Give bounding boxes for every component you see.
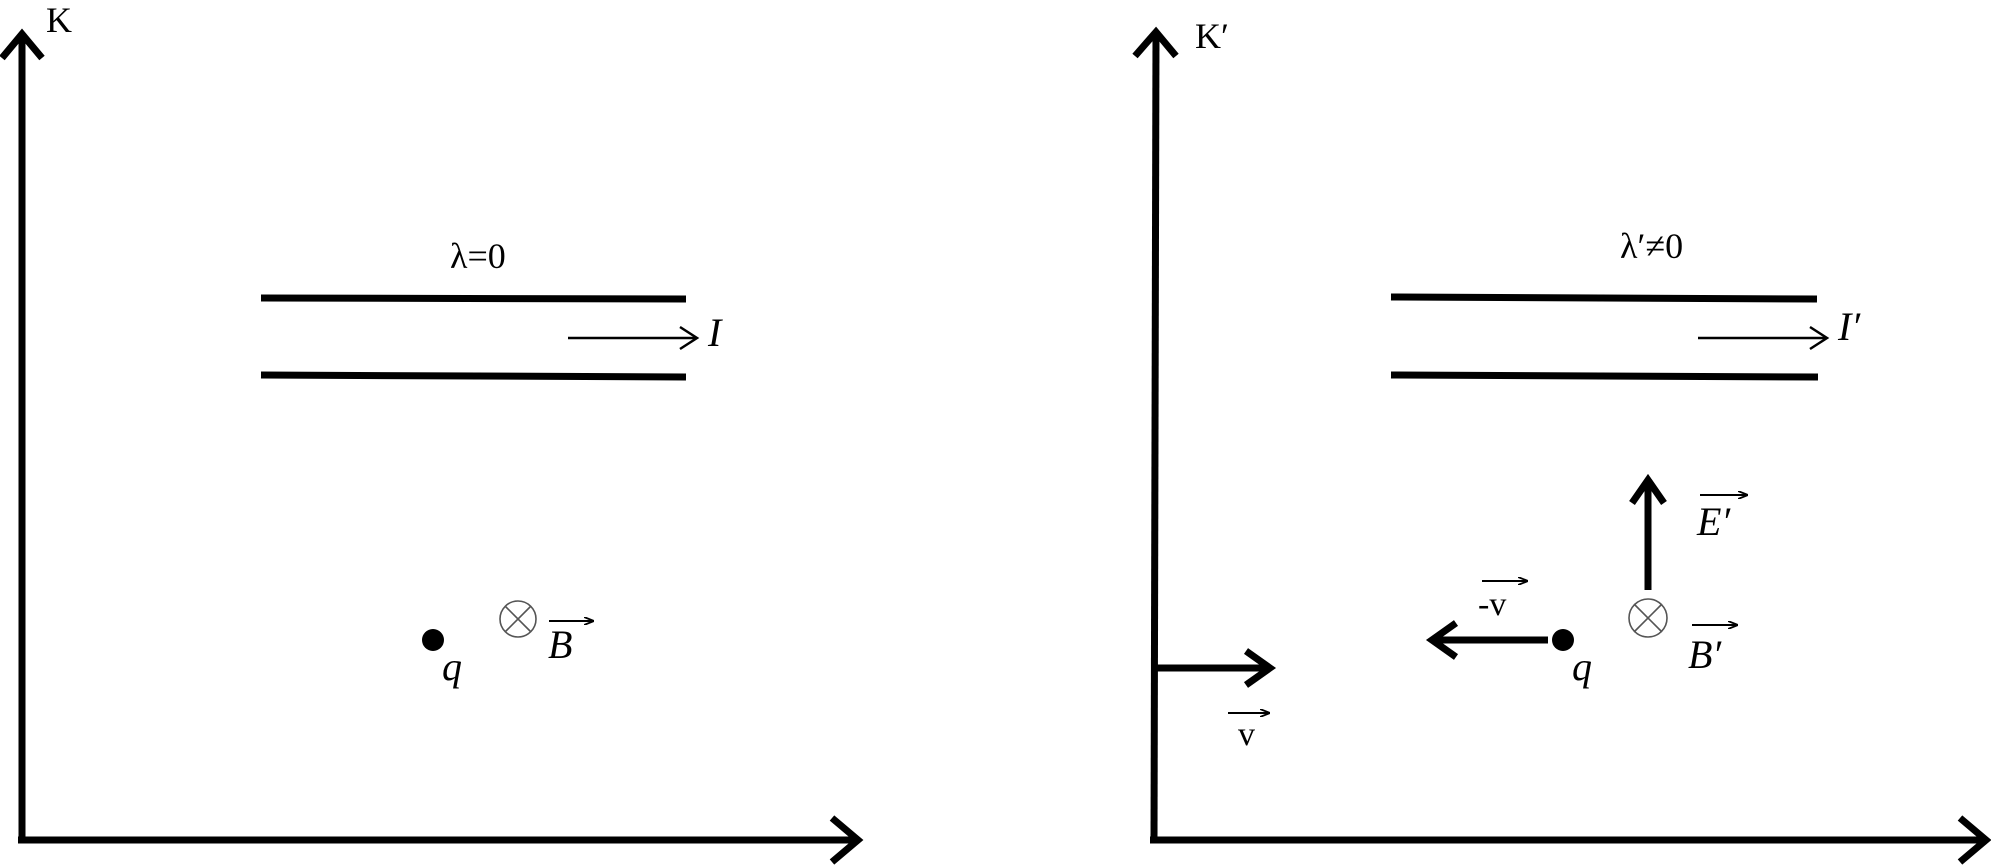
k-charge-density-label: λ=0 xyxy=(450,236,506,276)
k-field-into-page-icon xyxy=(499,600,537,638)
kp-field-into-page-icon xyxy=(1628,598,1668,638)
k-current-label: I xyxy=(707,310,723,355)
kp-frame-velocity-arrowhead xyxy=(1243,648,1277,688)
kp-axis-label: K′ xyxy=(1195,16,1229,56)
k-charge-label: q xyxy=(442,644,462,689)
k-wire-bottom xyxy=(260,371,687,381)
kp-charge-dot xyxy=(1552,629,1574,651)
kp-e-field-arrowhead xyxy=(1629,473,1667,505)
frame-k-prime: K′ λ′≠0 I′ E′ B′ q -v v xyxy=(1132,16,1991,865)
kp-e-label: E′ xyxy=(1696,499,1731,544)
kp-charge-label: q xyxy=(1572,644,1592,689)
k-x-axis-arrowhead xyxy=(829,815,864,865)
kp-v-label: v xyxy=(1238,716,1255,753)
k-y-axis-arrowhead xyxy=(0,28,45,61)
kp-neg-v-label: -v xyxy=(1478,586,1506,623)
k-current-arrowhead xyxy=(679,325,700,351)
kp-current-label: I′ xyxy=(1837,304,1861,349)
k-axis-label: K xyxy=(46,0,72,40)
k-charge-dot xyxy=(422,629,444,651)
kp-current-arrowhead xyxy=(1809,325,1830,351)
kp-wire-bottom xyxy=(1390,371,1819,381)
k-wire-top xyxy=(260,294,687,303)
kp-x-axis-arrowhead xyxy=(1957,815,1991,865)
kp-charge-density-label: λ′≠0 xyxy=(1620,226,1683,266)
kp-y-axis xyxy=(1150,31,1160,843)
kp-wire-top xyxy=(1390,293,1818,303)
kp-y-axis-arrowhead xyxy=(1132,26,1179,59)
k-b-label: B xyxy=(548,622,572,667)
kp-charge-velocity-arrowhead xyxy=(1425,620,1459,660)
frame-k: K λ=0 I q B xyxy=(0,0,864,865)
kp-b-label: B′ xyxy=(1688,632,1722,677)
